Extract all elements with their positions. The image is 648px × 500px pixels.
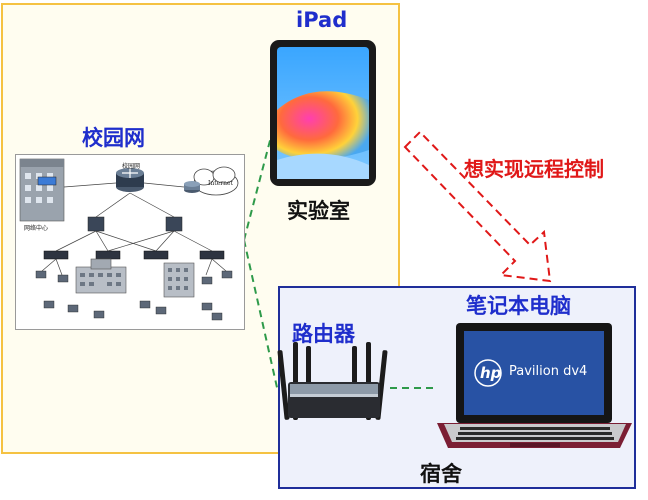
internet-caption: Internet [208, 180, 233, 187]
dormitory-building-icon [163, 262, 195, 298]
lab-label: 实验室 [287, 199, 350, 223]
laptop-label: 笔记本电脑 [466, 294, 571, 318]
client-computer-icon [35, 270, 233, 321]
edge-router-icon [184, 181, 200, 193]
distribution-switch-icon [87, 216, 183, 232]
teaching-building-icon [75, 258, 127, 294]
router-label: 路由器 [292, 322, 355, 346]
campus-net-caption: 校园网 [122, 163, 141, 170]
link-campus-ipad [243, 109, 279, 241]
campus-network-diagram: 校园网 Internet 网络中心 [15, 154, 245, 330]
network-center-caption: 网络中心 [24, 225, 49, 232]
link-campus-router [243, 239, 279, 393]
remote-control-arrow [403, 130, 552, 283]
laptop-brand-logo: hp [480, 364, 502, 382]
core-switch-icon [116, 168, 144, 192]
laptop-model-text: Pavilion dv4 [509, 364, 588, 379]
network-center-building-icon [19, 158, 65, 222]
access-switch-icon [43, 250, 225, 260]
remote-control-label: 想实现远程控制 [464, 157, 604, 181]
dorm-label: 宿舍 [420, 462, 462, 486]
campus-network-label: 校园网 [82, 126, 145, 150]
ipad-label: iPad [296, 8, 348, 32]
